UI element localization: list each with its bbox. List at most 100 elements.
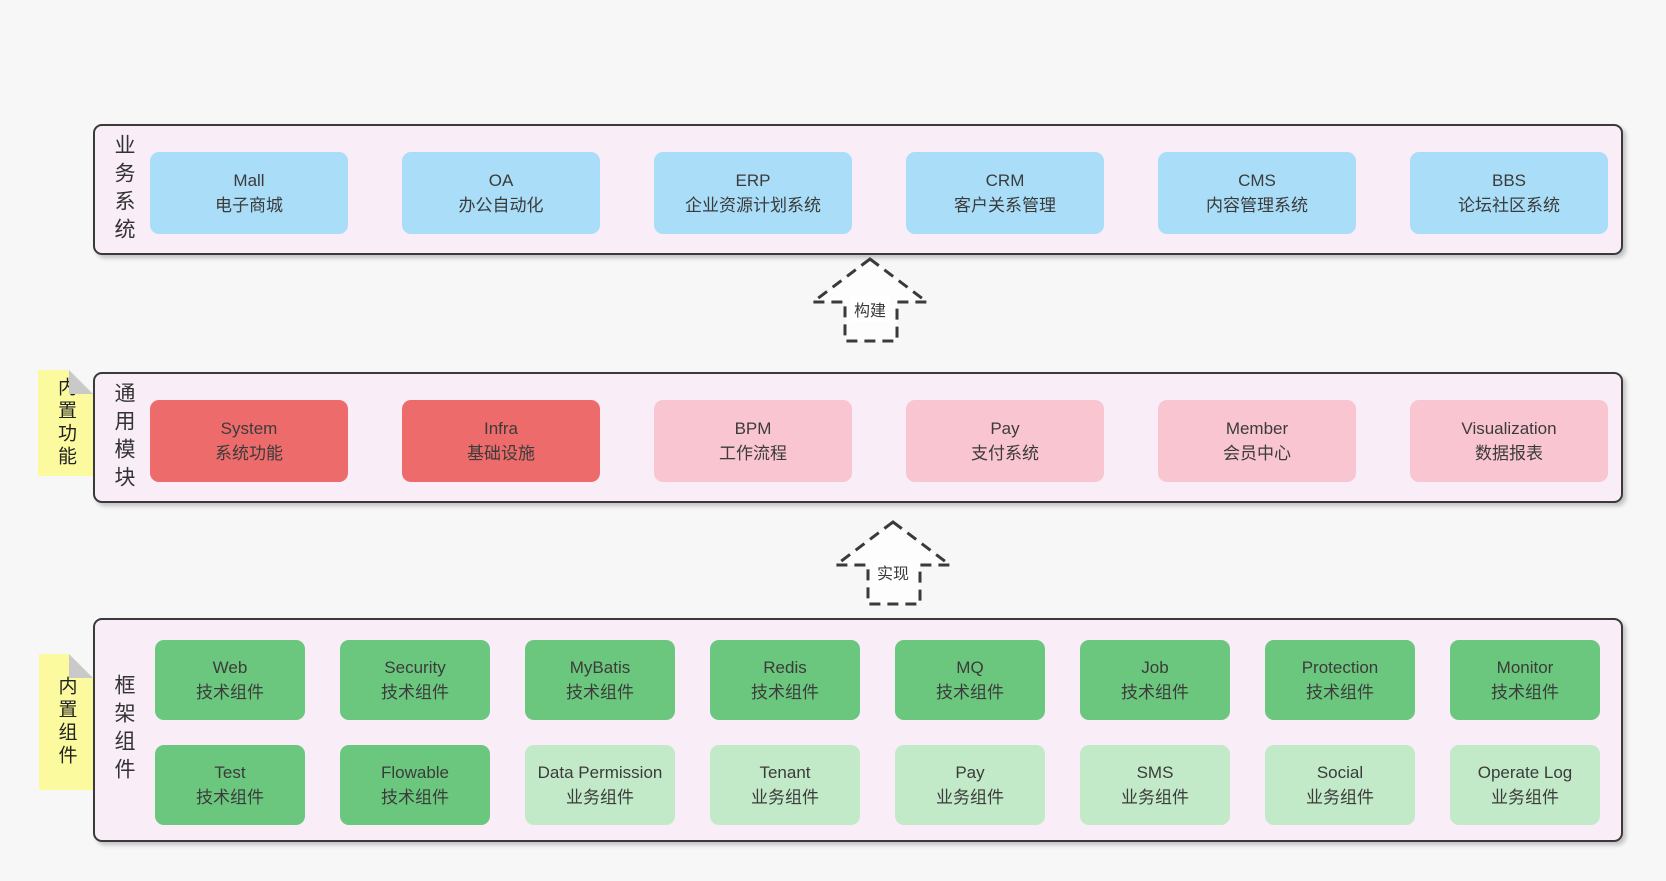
box-mybatis: MyBatis 技术组件	[525, 640, 675, 720]
box-title: Mall	[233, 170, 265, 190]
box-subtitle: 客户关系管理	[954, 196, 1056, 215]
box-subtitle: 业务组件	[566, 788, 634, 807]
arrow-build: 构建	[810, 256, 930, 344]
layer-framework-components: 框架组件 Web 技术组件 Security 技术组件 MyBatis 技术组件…	[93, 618, 1623, 842]
box-protection: Protection 技术组件	[1265, 640, 1415, 720]
box-title: Security	[384, 657, 446, 677]
box-title: BBS	[1491, 170, 1527, 190]
box-title: Protection	[1301, 657, 1379, 677]
arrow-implement: 实现	[833, 519, 953, 607]
box-subtitle: 技术组件	[381, 788, 449, 807]
box-title: System	[220, 418, 278, 438]
business-box-row: Mall 电子商城 OA 办公自动化 ERP 企业资源计划系统 CRM 客户关系…	[150, 152, 1608, 234]
box-title: SMS	[1136, 762, 1174, 782]
box-title: ERP	[735, 170, 771, 190]
box-subtitle: 业务组件	[1306, 788, 1374, 807]
sticky-fold-corner	[69, 654, 93, 678]
box-infra: Infra 基础设施	[402, 400, 600, 482]
box-title: Test	[214, 762, 246, 782]
box-mq: MQ 技术组件	[895, 640, 1045, 720]
box-operate-log: Operate Log 业务组件	[1450, 745, 1600, 825]
modules-box-row: System 系统功能 Infra 基础设施 BPM 工作流程 Pay 支付系统…	[150, 400, 1608, 482]
box-subtitle: 支付系统	[971, 444, 1039, 463]
box-subtitle: 数据报表	[1475, 444, 1543, 463]
sticky-note-text: 内置组件	[55, 676, 77, 768]
box-subtitle: 业务组件	[1491, 788, 1559, 807]
box-subtitle: 系统功能	[215, 444, 283, 463]
box-test: Test 技术组件	[155, 745, 305, 825]
box-title: Infra	[483, 418, 519, 438]
box-subtitle: 技术组件	[196, 788, 264, 807]
box-title: Flowable	[380, 762, 450, 782]
box-subtitle: 技术组件	[751, 683, 819, 702]
box-visualization: Visualization 数据报表	[1410, 400, 1608, 482]
box-subtitle: 内容管理系统	[1206, 196, 1308, 215]
box-pay-system: Pay 支付系统	[906, 400, 1104, 482]
box-subtitle: 基础设施	[467, 444, 535, 463]
box-subtitle: 办公自动化	[458, 196, 544, 215]
box-title: Member	[1225, 418, 1289, 438]
box-security: Security 技术组件	[340, 640, 490, 720]
box-erp: ERP 企业资源计划系统	[654, 152, 852, 234]
box-member: Member 会员中心	[1158, 400, 1356, 482]
box-title: Job	[1141, 657, 1169, 677]
box-subtitle: 会员中心	[1223, 444, 1291, 463]
box-subtitle: 技术组件	[1306, 683, 1374, 702]
box-bbs: BBS 论坛社区系统	[1410, 152, 1608, 234]
box-title: Pay	[955, 762, 985, 782]
box-title: Data Permission	[537, 762, 663, 782]
box-title: Redis	[763, 657, 807, 677]
layer-common-modules: 通用模块 System 系统功能 Infra 基础设施 BPM 工作流程 Pay…	[93, 372, 1623, 503]
box-cms: CMS 内容管理系统	[1158, 152, 1356, 234]
box-title: Operate Log	[1477, 762, 1573, 782]
box-subtitle: 论坛社区系统	[1458, 196, 1560, 215]
box-job: Job 技术组件	[1080, 640, 1230, 720]
box-system: System 系统功能	[150, 400, 348, 482]
arrow-build-label: 构建	[850, 296, 890, 322]
box-subtitle: 技术组件	[381, 683, 449, 702]
arrow-implement-label: 实现	[873, 559, 913, 585]
box-subtitle: 业务组件	[936, 788, 1004, 807]
box-title: Visualization	[1461, 418, 1557, 438]
box-title: Social	[1316, 762, 1364, 782]
box-tenant: Tenant 业务组件	[710, 745, 860, 825]
box-subtitle: 技术组件	[566, 683, 634, 702]
box-subtitle: 技术组件	[196, 683, 264, 702]
box-monitor: Monitor 技术组件	[1450, 640, 1600, 720]
sticky-fold-corner	[69, 370, 93, 394]
box-sms: SMS 业务组件	[1080, 745, 1230, 825]
box-title: Web	[212, 657, 248, 677]
box-subtitle: 企业资源计划系统	[685, 196, 821, 215]
box-flowable: Flowable 技术组件	[340, 745, 490, 825]
box-redis: Redis 技术组件	[710, 640, 860, 720]
box-subtitle: 业务组件	[1121, 788, 1189, 807]
layer-business-label: 业务系统	[112, 133, 135, 246]
sticky-note-built-in-features: 内置功能	[38, 370, 93, 476]
box-mall: Mall 电子商城	[150, 152, 348, 234]
layer-business-systems: 业务系统 Mall 电子商城 OA 办公自动化 ERP 企业资源计划系统 CRM…	[93, 124, 1623, 255]
box-title: CMS	[1238, 170, 1276, 190]
box-subtitle: 技术组件	[1491, 683, 1559, 702]
box-bpm: BPM 工作流程	[654, 400, 852, 482]
box-pay-component: Pay 业务组件	[895, 745, 1045, 825]
box-title: MQ	[956, 657, 984, 677]
box-title: BPM	[734, 418, 772, 438]
box-oa: OA 办公自动化	[402, 152, 600, 234]
box-subtitle: 技术组件	[936, 683, 1004, 702]
box-data-permission: Data Permission 业务组件	[525, 745, 675, 825]
box-crm: CRM 客户关系管理	[906, 152, 1104, 234]
sticky-note-text: 内置功能	[55, 377, 76, 469]
box-subtitle: 技术组件	[1121, 683, 1189, 702]
layer-components-label: 框架组件	[112, 674, 135, 786]
box-title: MyBatis	[569, 657, 631, 677]
box-social: Social 业务组件	[1265, 745, 1415, 825]
box-title: Pay	[990, 418, 1020, 438]
box-title: OA	[488, 170, 514, 190]
box-title: Tenant	[759, 762, 811, 782]
box-title: CRM	[985, 170, 1025, 190]
box-subtitle: 电子商城	[215, 196, 283, 215]
layer-modules-label: 通用模块	[112, 381, 135, 494]
components-box-row-1: Web 技术组件 Security 技术组件 MyBatis 技术组件 Redi…	[155, 640, 1600, 720]
box-subtitle: 工作流程	[719, 444, 787, 463]
box-subtitle: 业务组件	[751, 788, 819, 807]
